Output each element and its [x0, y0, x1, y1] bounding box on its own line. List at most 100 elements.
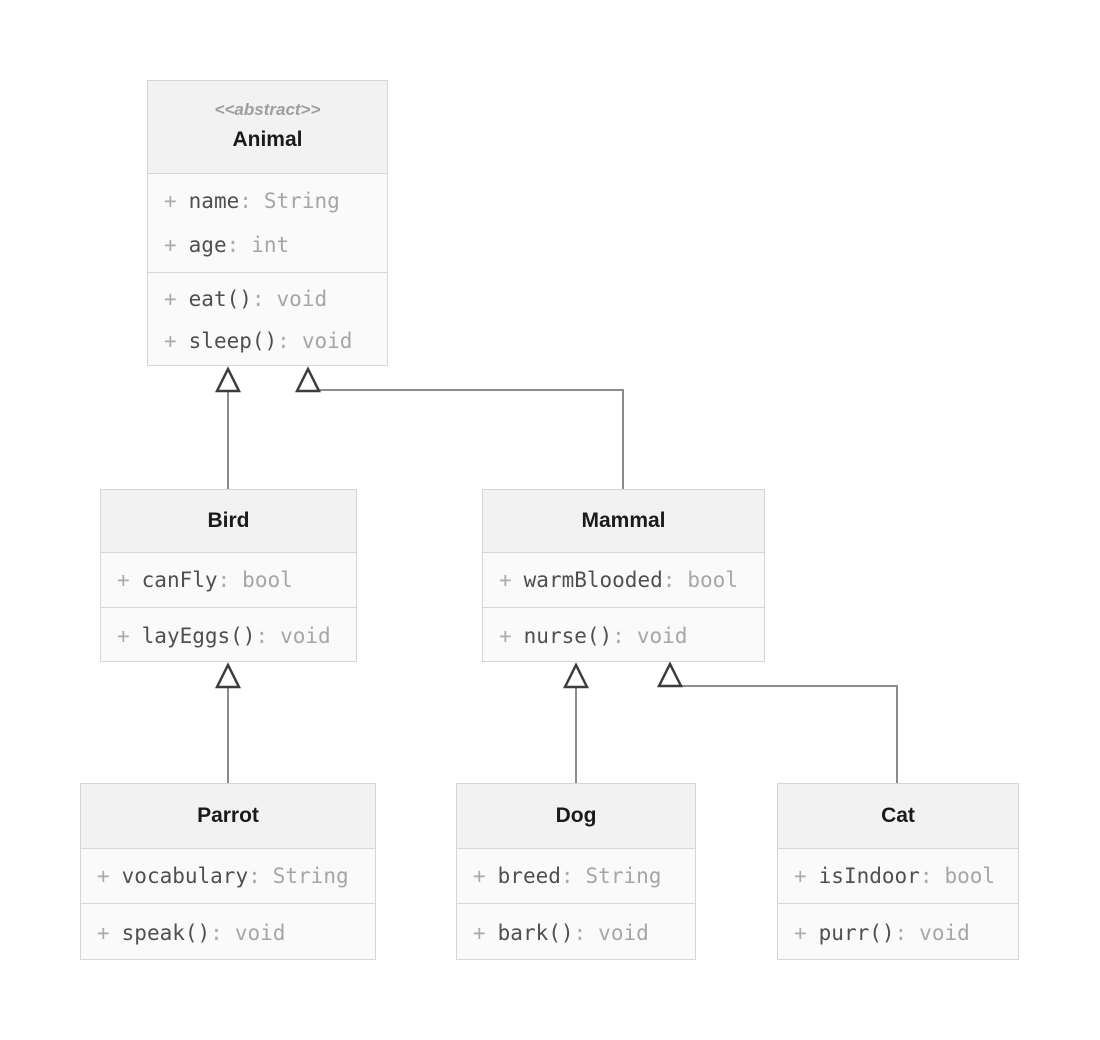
class-name: Animal [232, 128, 303, 151]
member-name: eat() [188, 286, 252, 311]
attribute-row: +canFly:bool [117, 563, 356, 597]
attribute-row: +warmBlooded:bool [499, 563, 764, 597]
member-colon: : [612, 623, 625, 648]
inheritance-edge-cat-mammal [656, 661, 898, 783]
visibility-symbol: + [499, 568, 512, 592]
member-type: int [251, 233, 290, 257]
member-colon: : [919, 864, 933, 888]
stereotype-label: <<abstract>> [214, 100, 321, 119]
inheritance-triangle-icon [294, 366, 322, 393]
member-type: bool [687, 568, 738, 592]
class-header: Bird [101, 490, 356, 552]
methods-section: + layEggs(): void [101, 607, 356, 661]
member-colon: : [560, 864, 574, 888]
inheritance-triangle-icon [656, 661, 684, 688]
visibility-symbol: + [97, 920, 110, 945]
member-name: canFly [141, 568, 218, 592]
visibility-symbol: + [473, 864, 486, 888]
inheritance-edge-bird-animal [214, 366, 242, 489]
member-name: name [188, 189, 240, 213]
attribute-row: + name: String [164, 184, 387, 218]
class-box-dog: Dog + breed: String + bark(): void [456, 783, 696, 960]
methods-section: +eat():void +sleep():void [148, 272, 387, 365]
visibility-symbol: + [164, 329, 177, 354]
member-type: String [585, 864, 662, 888]
class-header: <<abstract>> Animal [148, 81, 387, 173]
member-name: nurse() [523, 623, 613, 648]
methods-section: +bark():void [457, 903, 695, 959]
methods-section: +purr():void [778, 903, 1018, 959]
member-colon: : [239, 189, 252, 213]
attributes-section: + name: String + age: int [148, 173, 387, 272]
attributes-section: +warmBlooded:bool [483, 552, 764, 607]
member-colon: : [251, 286, 265, 311]
class-box-parrot: Parrot +vocabulary:String +speak():void [80, 783, 376, 960]
member-name: vocabulary [121, 864, 249, 888]
member-colon: : [894, 920, 908, 945]
visibility-symbol: + [794, 864, 807, 888]
member-colon: : [248, 864, 261, 888]
member-colon: : [573, 920, 587, 945]
inheritance-triangle-icon [214, 366, 242, 393]
class-header: Parrot [81, 784, 375, 848]
visibility-symbol: + [164, 233, 177, 257]
member-name: warmBlooded [523, 568, 663, 592]
class-header: Cat [778, 784, 1018, 848]
attributes-section: +vocabulary:String [81, 848, 375, 903]
attributes-section: +isIndoor:bool [778, 848, 1018, 903]
method-row: +sleep():void [164, 324, 387, 358]
member-colon: : [226, 233, 240, 257]
class-box-cat: Cat +isIndoor:bool +purr():void [777, 783, 1019, 960]
member-name: age [188, 233, 227, 257]
visibility-symbol: + [164, 189, 177, 213]
method-row: + nurse(): void [499, 619, 764, 653]
method-row: +eat():void [164, 282, 387, 316]
attributes-section: +canFly:bool [101, 552, 356, 607]
inheritance-edge-mammal-animal [294, 366, 624, 489]
visibility-symbol: + [164, 286, 177, 311]
member-colon: : [217, 568, 231, 592]
class-name: Mammal [581, 509, 666, 532]
member-type: void [636, 623, 688, 648]
attribute-row: + breed: String [473, 859, 695, 893]
class-header: Dog [457, 784, 695, 848]
visibility-symbol: + [97, 864, 110, 888]
methods-section: +speak():void [81, 903, 375, 959]
class-name: Parrot [197, 804, 259, 827]
inheritance-triangle-icon [214, 662, 242, 689]
visibility-symbol: + [499, 623, 512, 648]
member-type: bool [242, 568, 293, 592]
method-row: +speak():void [97, 916, 375, 950]
member-type: void [598, 920, 649, 945]
class-box-mammal: Mammal + warmBlooded: bool + nurse(): void [482, 489, 765, 662]
attribute-row: +isIndoor:bool [794, 859, 1018, 893]
class-box-animal: <<abstract>> Animal + name: String + age: in… [147, 80, 388, 366]
attribute-row: + age: int [164, 228, 387, 262]
method-row: +purr():void [794, 916, 1018, 950]
member-type: String [263, 189, 340, 213]
method-row: +bark():void [473, 916, 695, 950]
class-name: Bird [207, 509, 250, 532]
member-name: isIndoor [818, 864, 920, 888]
methods-section: + nurse(): void [483, 607, 764, 661]
class-name: Dog [555, 804, 597, 827]
member-colon: : [210, 920, 223, 945]
class-name: Cat [881, 804, 915, 827]
visibility-symbol: + [794, 920, 807, 945]
inheritance-edge-parrot-bird [214, 662, 242, 783]
method-row: + layEggs(): void [117, 619, 356, 653]
inheritance-edge-dog-mammal [562, 662, 590, 783]
member-type: void [234, 920, 286, 945]
member-name: breed [497, 864, 561, 888]
member-type: void [280, 623, 331, 648]
inheritance-triangle-icon [562, 662, 590, 689]
member-name: layEggs() [141, 623, 256, 648]
member-colon: : [255, 623, 269, 648]
class-box-bird: Bird + canFly: bool + layEggs(): void [100, 489, 357, 662]
member-name: bark() [497, 920, 574, 945]
visibility-symbol: + [117, 623, 130, 648]
member-colon: : [277, 329, 290, 354]
member-type: void [919, 920, 970, 945]
